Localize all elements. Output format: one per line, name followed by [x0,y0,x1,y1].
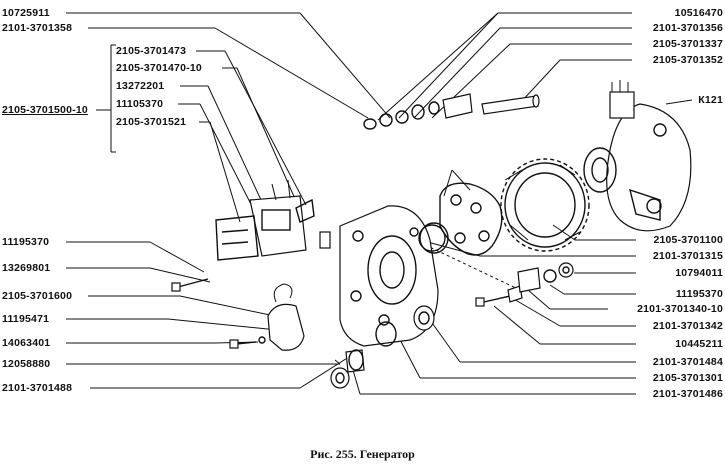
washers-nuts-top [363,93,540,130]
part-label: 2105-3701301 [652,372,723,384]
part-label: 10516470 [674,7,723,19]
part-label: 2101-3701484 [652,356,723,368]
part-label: 10445211 [675,338,723,350]
bushings-bottom [330,305,435,389]
part-label: 2105-3701521 [116,116,187,128]
brush-holder [215,179,331,261]
part-label: 14063401 [2,337,51,349]
part-label: 2105-3701337 [652,38,723,50]
part-label: 2101-3701340-10 [637,303,723,315]
part-label: 11195370 [2,236,50,248]
part-label: 13269801 [2,262,51,274]
part-label: 13272201 [116,80,165,92]
figure-caption: Рис. 255. Генератор [310,447,415,461]
part-label: 2101-3701342 [652,320,723,332]
part-label: 2101-3701488 [2,382,73,394]
part-label: 10794011 [675,267,723,279]
capacitor [267,283,305,351]
stator [500,158,590,252]
part-label: 2105-3701600 [2,290,73,302]
rectifier-plate [439,169,503,256]
part-label: 2101-3701315 [652,250,723,262]
part-label: 12058880 [2,358,51,370]
part-label: 2105-3701352 [652,54,723,66]
terminal-parts-right [475,262,574,307]
part-label: 2105-3701470-10 [116,62,202,74]
assembly-label: 2105-3701500-10 [2,104,88,116]
part-label: 2101-3701356 [652,22,723,34]
part-label: 10725911 [2,7,50,19]
part-label: 2105-3701473 [116,45,187,57]
part-label: 2101-3701486 [652,388,723,400]
part-label: К121 [698,94,723,106]
part-label: 11195471 [2,313,50,325]
front-housing-k121 [583,80,692,232]
part-label: 11195370 [675,288,723,300]
part-label: 2101-3701358 [2,22,73,34]
part-label: 11105370 [116,98,164,110]
screws-left [171,278,266,349]
part-label: 2105-3701100 [653,234,723,246]
gasket-ring [419,222,449,254]
